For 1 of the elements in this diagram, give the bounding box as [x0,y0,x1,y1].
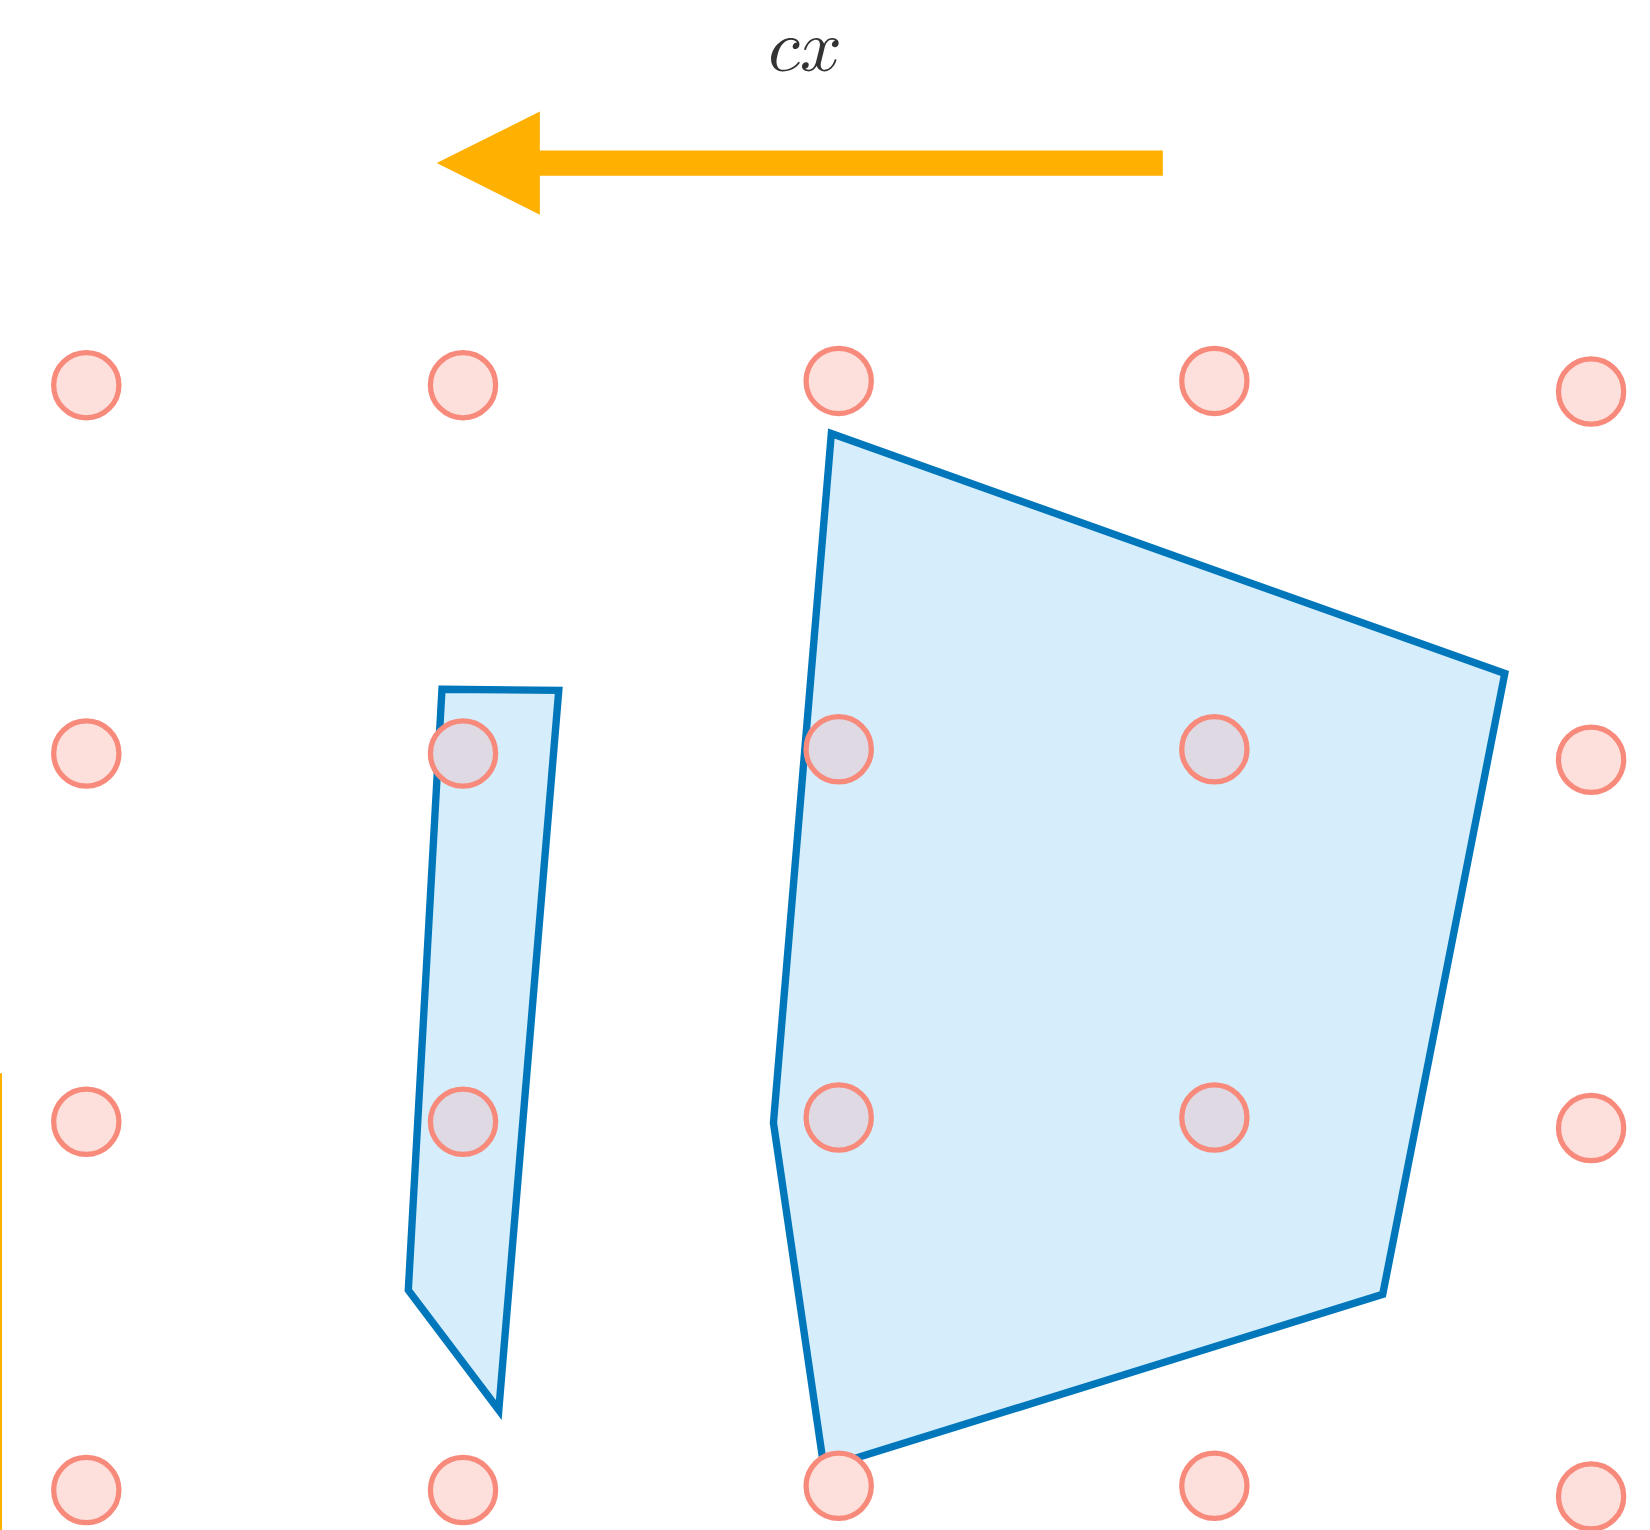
arrow-label: $cx$ [771,38,839,72]
